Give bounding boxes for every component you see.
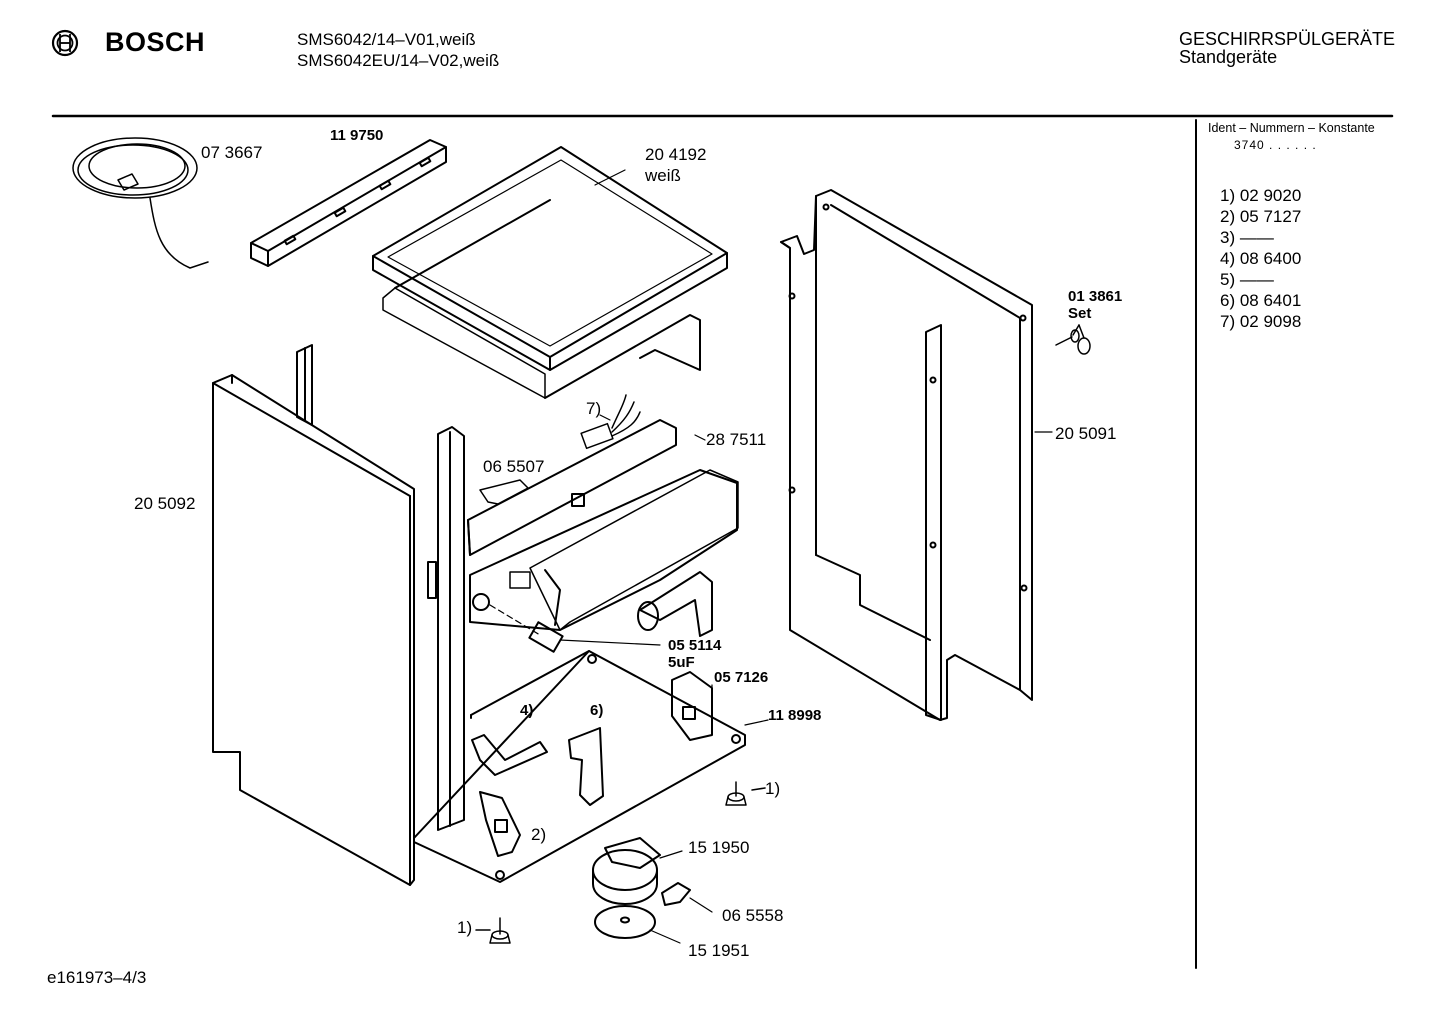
label-cord: 07 3667 bbox=[201, 143, 263, 162]
drain-connector-part bbox=[637, 571, 713, 637]
bosch-armature-icon bbox=[51, 29, 79, 57]
left-side-panel-part bbox=[212, 344, 465, 886]
screw-set-part bbox=[1055, 324, 1091, 355]
ident-constant: 3740 . . . . . . bbox=[1234, 138, 1317, 152]
connector-part bbox=[661, 882, 713, 913]
pump-part bbox=[592, 837, 683, 905]
foot-right-part bbox=[725, 781, 766, 806]
capacitor-part bbox=[489, 604, 661, 653]
rail-part bbox=[250, 139, 447, 267]
label-top-cover: 20 4192 bbox=[645, 145, 707, 164]
drawing-code: e161973–4/3 bbox=[47, 968, 147, 987]
label-disc: 15 1951 bbox=[688, 941, 750, 960]
bracket-6-part bbox=[568, 727, 604, 806]
model-line-2: SMS6042EU/14–V02,weiß bbox=[297, 51, 500, 70]
label-ref-1-right: 1) bbox=[765, 779, 781, 798]
label-screw-set: 01 3861 bbox=[1068, 288, 1123, 305]
label-capacitor: 05 5114 bbox=[668, 637, 722, 654]
bracket-2-part bbox=[479, 791, 521, 857]
label-ref-7: 7) bbox=[586, 399, 602, 418]
disc-part bbox=[594, 905, 681, 944]
ident-notes-list: 1) 02 9020 2) 05 7127 3) —— 4) 08 6400 5… bbox=[1220, 185, 1301, 332]
label-pump: 15 1950 bbox=[688, 838, 750, 857]
note-6: 6) 08 6401 bbox=[1220, 291, 1302, 310]
right-side-panel-part bbox=[780, 189, 1033, 721]
label-screw-set-sub: Set bbox=[1068, 305, 1092, 322]
label-ref-4: 4) bbox=[520, 702, 534, 719]
bosch-logo: BOSCH bbox=[47, 27, 227, 61]
label-ref-6: 6) bbox=[590, 702, 604, 719]
model-line-1: SMS6042/14–V01,weiß bbox=[297, 30, 476, 49]
label-ref-2: 2) bbox=[531, 825, 547, 844]
label-capacitor-sub: 5uF bbox=[668, 654, 695, 671]
label-base: 11 8998 bbox=[768, 707, 822, 724]
label-switch: 06 5507 bbox=[483, 457, 545, 476]
label-top-cover-color: weiß bbox=[645, 166, 681, 185]
small-capacitor-part bbox=[580, 394, 641, 450]
bracket-4-part bbox=[471, 734, 548, 776]
foot-left-part bbox=[475, 917, 511, 944]
note-1: 1) 02 9020 bbox=[1220, 186, 1302, 205]
label-crossbar: 28 7511 bbox=[706, 430, 767, 449]
note-4: 4) 08 6400 bbox=[1220, 249, 1302, 268]
label-left-panel: 20 5092 bbox=[134, 494, 196, 513]
label-ref-1-left: 1) bbox=[457, 918, 473, 937]
bracket-part bbox=[671, 671, 713, 741]
note-5: 5) —— bbox=[1220, 270, 1274, 289]
brand-name: BOSCH bbox=[105, 27, 206, 57]
note-2: 2) 05 7127 bbox=[1220, 207, 1302, 226]
label-connector: 06 5558 bbox=[722, 906, 784, 925]
category-subtitle: Standgeräte bbox=[1179, 47, 1278, 67]
label-bracket: 05 7126 bbox=[714, 669, 769, 686]
top-cover-part bbox=[372, 146, 728, 399]
base-part bbox=[413, 650, 769, 883]
power-cord-part bbox=[72, 137, 209, 269]
label-rail: 11 9750 bbox=[330, 127, 384, 144]
category-title: GESCHIRRSPÜLGERÄTE bbox=[1179, 29, 1396, 49]
note-7: 7) 02 9098 bbox=[1220, 312, 1302, 331]
cross-member-part bbox=[467, 419, 739, 631]
note-3: 3) —— bbox=[1220, 228, 1274, 247]
ident-title: Ident – Nummern – Konstante bbox=[1208, 121, 1375, 135]
label-right-panel: 20 5091 bbox=[1055, 424, 1117, 443]
